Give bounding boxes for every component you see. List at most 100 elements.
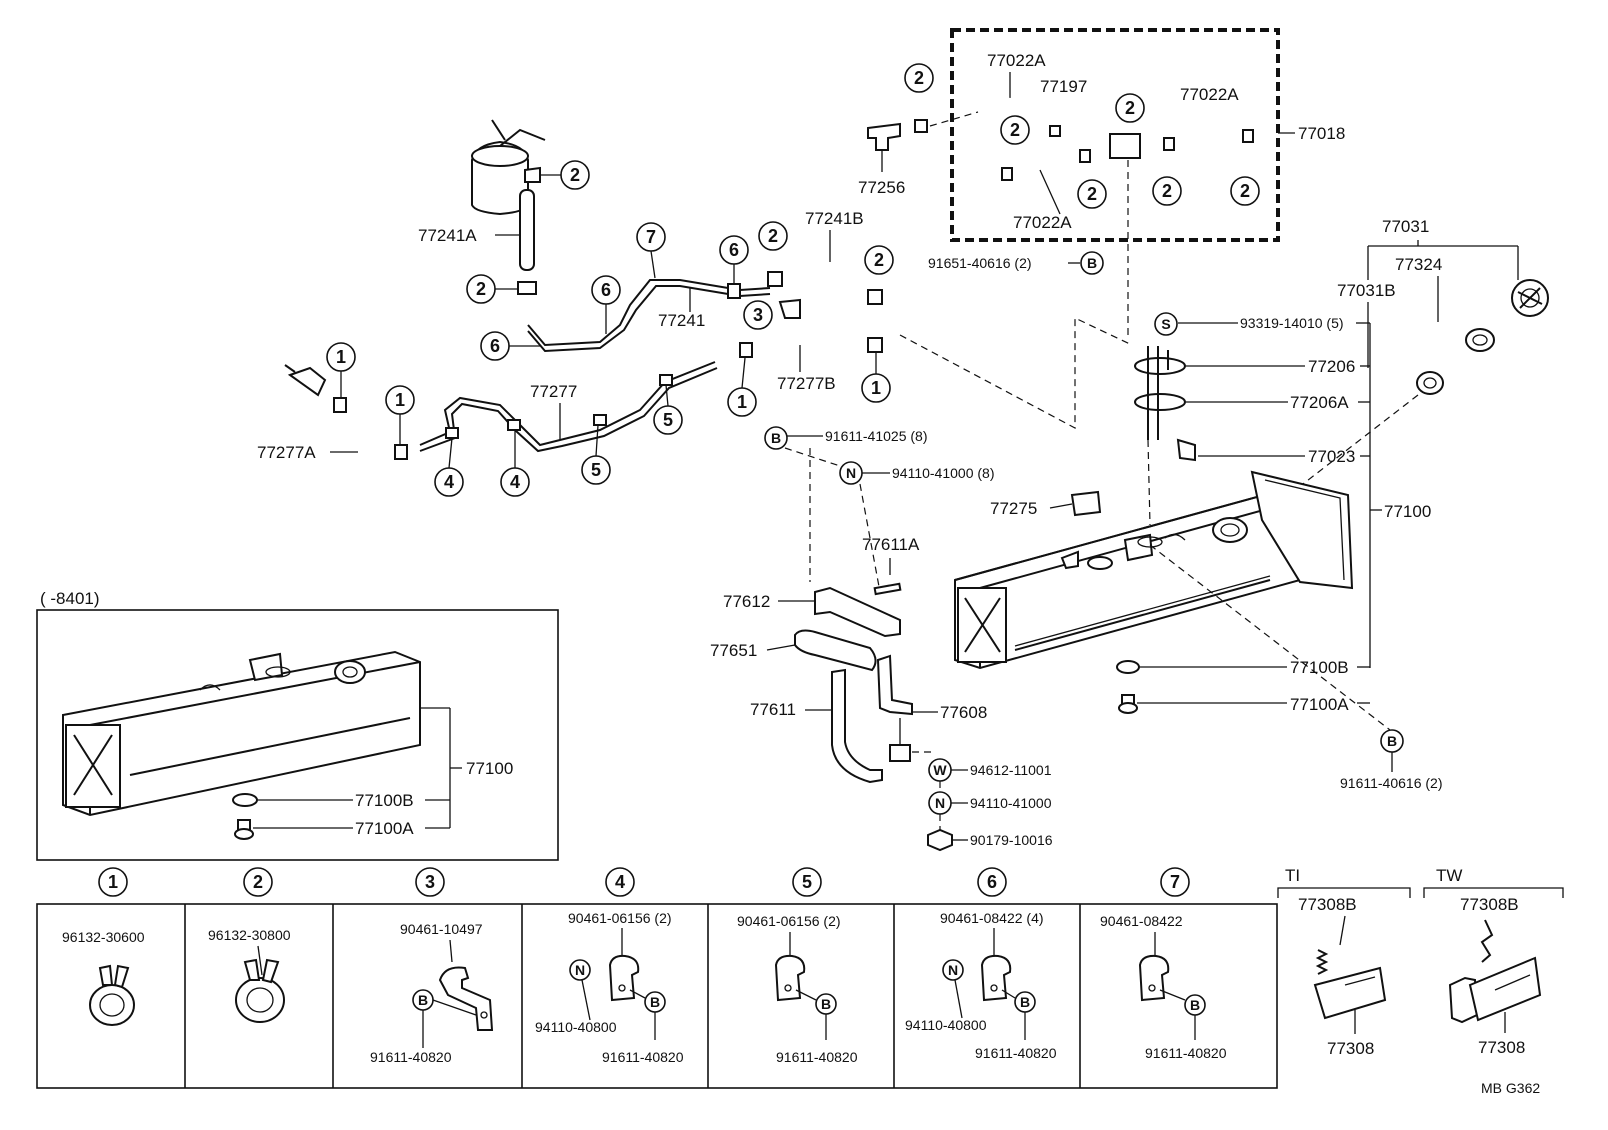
svg-text:91611-40820: 91611-40820 <box>776 1049 858 1065</box>
sender-gauge-77206 <box>1134 346 1196 462</box>
cap-gasket-77324 <box>1465 328 1495 352</box>
svg-text:1: 1 <box>871 378 881 398</box>
svg-text:2: 2 <box>570 165 580 185</box>
label-77611: 77611 <box>750 700 796 719</box>
drain-plug-77100A <box>1118 694 1138 714</box>
callout-2: 2 <box>758 221 788 251</box>
callout-6: 6 <box>480 331 510 361</box>
callout-2: 2 <box>560 160 590 190</box>
svg-text:B: B <box>1190 997 1200 1013</box>
svg-text:B: B <box>821 996 831 1012</box>
label-77241B: 77241B <box>805 209 864 228</box>
label-94110-41000: 94110-41000 <box>970 795 1052 811</box>
svg-text:90461-08422: 90461-08422 <box>1100 913 1183 929</box>
inset-box <box>36 609 559 861</box>
svg-text:N: N <box>948 962 958 978</box>
svg-text:7: 7 <box>646 227 656 247</box>
label-77100-main: 77100 <box>1384 502 1431 521</box>
callout-2: 2 <box>1115 93 1145 123</box>
callout-W: W <box>928 758 952 782</box>
callout-4: 4 <box>434 467 464 497</box>
nut-90179 <box>927 828 953 852</box>
svg-text:3: 3 <box>753 305 763 325</box>
svg-text:90461-06156 (2): 90461-06156 (2) <box>737 913 841 929</box>
svg-text:1: 1 <box>336 347 346 367</box>
label-77100-inset: 77100 <box>466 759 513 778</box>
label-77241: 77241 <box>658 311 705 330</box>
clamp-table: 1 96132-30600 2 96132-30800 3 904 <box>36 867 1278 1089</box>
callout-2: 2 <box>904 63 934 93</box>
variant-tw: TW 77308B 77308 <box>1423 866 1564 1057</box>
svg-text:N: N <box>935 795 945 811</box>
svg-text:B: B <box>771 430 781 446</box>
label-77277A: 77277A <box>257 443 316 462</box>
callout-B: B <box>1080 251 1104 275</box>
callout-2: 2 <box>1000 115 1030 145</box>
callout-5: 5 <box>581 455 611 485</box>
svg-text:1: 1 <box>737 392 747 412</box>
label-91651-40616: 91651-40616 (2) <box>928 255 1032 271</box>
callout-1: 1 <box>385 385 415 415</box>
svg-text:4: 4 <box>444 472 454 492</box>
svg-text:2: 2 <box>253 872 263 892</box>
strap-end <box>889 744 911 762</box>
callout-B: B <box>764 426 788 450</box>
label-91611-41025: 91611-41025 (8) <box>825 428 927 444</box>
callout-1: 1 <box>727 387 757 417</box>
callout-2: 2 <box>864 245 894 275</box>
label-77611A: 77611A <box>862 535 920 554</box>
svg-text:B: B <box>1087 255 1097 271</box>
cushion-77651 <box>794 629 877 672</box>
fuel-lid-icon <box>1313 966 1387 1020</box>
svg-text:90461-08422 (4): 90461-08422 (4) <box>940 910 1044 926</box>
callout-2: 2 <box>1152 176 1182 206</box>
svg-text:W: W <box>933 762 947 778</box>
label-77241A: 77241A <box>418 226 477 245</box>
svg-text:90461-06156 (2): 90461-06156 (2) <box>568 910 672 926</box>
label-77100B-inset: 77100B <box>355 791 414 810</box>
svg-text:94110-40800: 94110-40800 <box>535 1019 617 1035</box>
svg-text:91611-40820: 91611-40820 <box>370 1049 452 1065</box>
svg-text:TI: TI <box>1285 866 1300 885</box>
label-91611-40616: 91611-40616 (2) <box>1340 775 1442 791</box>
svg-text:B: B <box>1387 733 1397 749</box>
svg-text:77308B: 77308B <box>1298 895 1357 914</box>
inset-title: ( -8401) <box>40 589 100 608</box>
label-77277: 77277 <box>530 382 577 401</box>
svg-text:4: 4 <box>510 472 520 492</box>
svg-text:2: 2 <box>476 279 486 299</box>
pipe-clamp-icon <box>980 954 1012 1002</box>
svg-text:1: 1 <box>395 390 405 410</box>
svg-text:77308: 77308 <box>1478 1038 1525 1057</box>
vent-kit-box <box>950 28 1280 242</box>
label-90179-10016: 90179-10016 <box>970 832 1053 848</box>
pipe-clamp-icon <box>1138 954 1170 1002</box>
callout-6: 6 <box>591 275 621 305</box>
svg-text:7: 7 <box>1170 872 1180 892</box>
bracket-77256 <box>867 122 901 151</box>
svg-text:90461-10497: 90461-10497 <box>400 921 483 937</box>
pipe-clamp-icon <box>608 954 640 1002</box>
clamp-77275 <box>1070 490 1102 517</box>
callout-B: B <box>1380 729 1404 753</box>
label-77031B: 77031B <box>1337 281 1396 300</box>
svg-text:4: 4 <box>615 872 625 892</box>
label-77022A-b: 77022A <box>1180 85 1239 104</box>
svg-text:2: 2 <box>1087 184 1097 204</box>
svg-text:2: 2 <box>1240 181 1250 201</box>
pipe-clamp-icon <box>774 954 806 1002</box>
inset-tank <box>62 650 421 817</box>
label-93319-14010: 93319-14010 (5) <box>1240 315 1344 331</box>
label-77206: 77206 <box>1308 357 1355 376</box>
svg-text:91611-40820: 91611-40820 <box>1145 1045 1227 1061</box>
label-77324: 77324 <box>1395 255 1442 274</box>
fuel-tank-77100 <box>954 470 1354 670</box>
svg-text:B: B <box>650 994 660 1010</box>
hose-clamp-icon <box>89 964 135 1026</box>
bolt-77611A <box>873 582 902 596</box>
label-77206A: 77206A <box>1290 393 1349 412</box>
label-94110-41000-8: 94110-41000 (8) <box>892 465 994 481</box>
label-77197: 77197 <box>1040 77 1087 96</box>
svg-text:96132-30600: 96132-30600 <box>62 929 145 945</box>
svg-text:94110-40800: 94110-40800 <box>905 1017 987 1033</box>
